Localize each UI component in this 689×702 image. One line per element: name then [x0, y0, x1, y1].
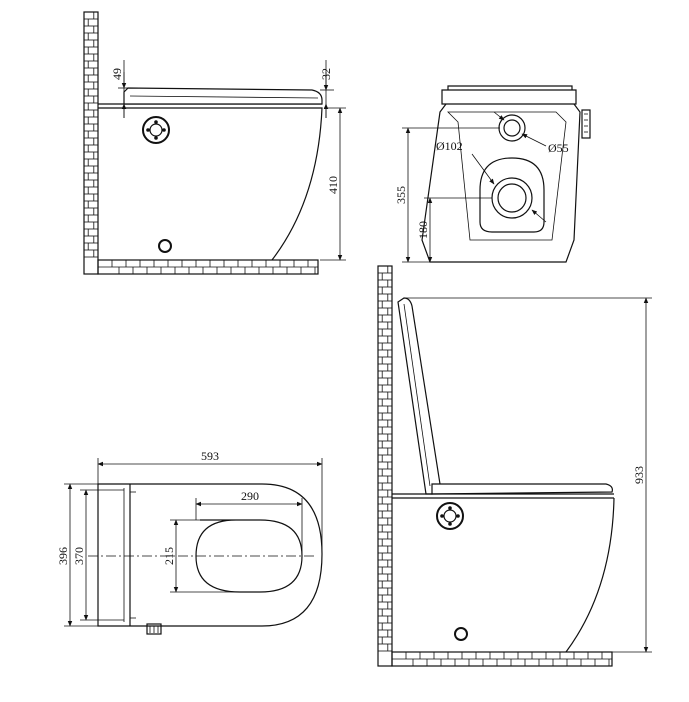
- dim-bowl-length: 290: [241, 489, 259, 503]
- power-button-icon: [158, 239, 172, 253]
- dim-bowl-width: 215: [162, 547, 176, 565]
- control-knob-icon: [142, 116, 170, 144]
- dim-lid-height: 49: [110, 68, 124, 80]
- seat: [431, 483, 613, 495]
- side-view: 49 32 410: [83, 11, 346, 275]
- dim-total-height: 933: [632, 466, 646, 484]
- seat-lid: [123, 87, 323, 105]
- power-button-icon: [454, 627, 468, 641]
- dim-lid-thickness: 32: [319, 68, 333, 80]
- brick-wall-icon: [83, 11, 319, 275]
- top-view: 593 290 396 370 215: [56, 449, 323, 635]
- dim-inlet-height: 355: [394, 186, 408, 204]
- control-knob-icon: [436, 502, 464, 530]
- bowl-outline: [98, 107, 323, 261]
- dim-pipe-diameter: Ø102: [436, 139, 463, 153]
- dim-length: 593: [201, 449, 219, 463]
- side-open-view: 933: [377, 265, 652, 667]
- dim-inlet-diameter: Ø55: [548, 141, 569, 155]
- dim-body-width: 370: [72, 547, 86, 565]
- rear-view: Ø102 Ø55 355 180: [394, 85, 591, 263]
- dim-seat-height: 410: [326, 176, 340, 194]
- dim-width: 396: [56, 547, 70, 565]
- brick-wall-icon: [377, 265, 613, 667]
- open-lid: [397, 297, 441, 495]
- dim-outlet-height: 180: [416, 221, 430, 239]
